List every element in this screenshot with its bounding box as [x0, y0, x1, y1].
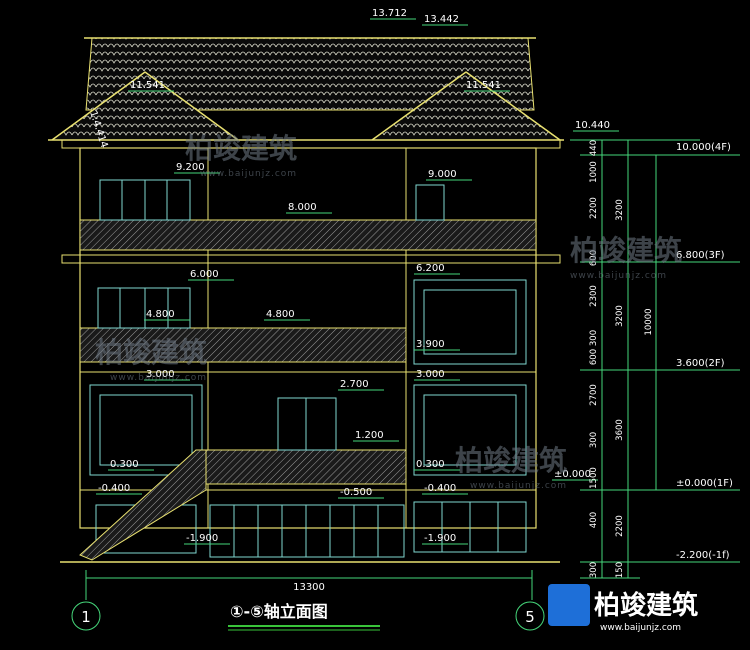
watermark-url: www.baijunjz.com	[110, 373, 207, 383]
elevation-mark: 13.712	[372, 8, 407, 19]
watermark-1: 柏竣建筑 www.baijunjz.com	[185, 132, 297, 179]
exterior-stair	[79, 449, 207, 561]
dim-inner-text: 2200	[589, 197, 599, 219]
floor-level-label: 10.000(4F)	[676, 142, 731, 153]
dim-outer-text: 3200	[615, 305, 625, 327]
watermark-2: 柏竣建筑 www.baijunjz.com	[570, 234, 682, 281]
elevation-mark: -1.900	[424, 533, 456, 544]
roof	[48, 37, 564, 149]
dim-inner-text: 1000	[589, 161, 599, 183]
dim-inner-text: 300	[589, 432, 599, 448]
elevation-mark: 11.541	[466, 80, 501, 91]
watermark-brand: 柏竣建筑	[185, 132, 297, 165]
elevation-mark: 4.800	[266, 309, 295, 320]
logo-url: www.baijunjz.com	[600, 623, 681, 633]
floor-level-labels: 10.000(4F) 6.800(3F) 3.600(2F) ±0.000(1F) -2…	[676, 142, 733, 561]
watermark-url: www.baijunjz.com	[570, 271, 667, 281]
axis-label-left: 1	[81, 608, 91, 626]
floor-level-label: ±0.000(1F)	[676, 478, 733, 489]
elevation-mark: 3.900	[416, 339, 445, 350]
brand-logo-icon	[548, 584, 590, 626]
dim-total-text: 10000	[644, 308, 654, 335]
elevation-mark: 0.300	[416, 459, 445, 470]
dim-inner-text: 600	[589, 349, 599, 365]
axis-bubble-5: 5	[515, 601, 545, 631]
elevation-mark: 9.200	[176, 162, 205, 173]
dim-inner-text: 440	[589, 140, 599, 156]
windows	[89, 179, 527, 558]
floor-level-label: 6.800(3F)	[676, 250, 725, 261]
floor-level-label: 3.600(2F)	[676, 358, 725, 369]
elevation-mark: -1.900	[186, 533, 218, 544]
elevation-mark: 3.000	[416, 369, 445, 380]
elevation-mark: -0.500	[340, 487, 372, 498]
axis-label-right: 5	[525, 608, 535, 626]
dim-inner-text: 600	[589, 250, 599, 266]
dim-outer-text: 2200	[615, 515, 625, 537]
dim-inner-text: 300	[589, 330, 599, 346]
axis-bubble-1: 1	[71, 601, 101, 631]
watermark-logo: 柏竣建筑 www.baijunjz.com	[548, 584, 698, 633]
elevation-mark: -0.400	[98, 483, 130, 494]
elevation-mark: 10.440	[575, 120, 610, 131]
overall-width-label: 13300	[293, 582, 325, 593]
watermark-brand: 柏竣建筑	[455, 444, 567, 477]
elevation-mark: 9.000	[428, 169, 457, 180]
balcony-railings	[79, 219, 537, 485]
floor-level-label: -2.200(-1f)	[676, 550, 730, 561]
watermark-3: 柏竣建筑 www.baijunjz.com	[95, 336, 207, 383]
elevation-mark: 1.200	[355, 430, 384, 441]
drawing-title: ①-⑤轴立面图	[230, 602, 328, 621]
dim-outer-text: 3600	[615, 419, 625, 441]
dim-inner-text: 2700	[589, 384, 599, 406]
right-dimension-chains	[570, 139, 740, 579]
watermark-4: 柏竣建筑 www.baijunjz.com	[455, 444, 567, 491]
dim-inner-text: 1500	[589, 467, 599, 489]
elevation-mark: 6.000	[190, 269, 219, 280]
watermark-url: www.baijunjz.com	[200, 169, 297, 179]
elevation-mark: 11.541	[130, 80, 165, 91]
overall-width-dim: 13300	[85, 570, 533, 600]
elevation-mark: 0.300	[110, 459, 139, 470]
elevation-mark: 13.442	[424, 14, 459, 25]
dim-inner-text: 2300	[589, 285, 599, 307]
dim-outer-text: 150	[615, 562, 625, 578]
elevation-mark: 8.000	[288, 202, 317, 213]
watermark-brand: 柏竣建筑	[95, 336, 207, 369]
watermark-url: www.baijunjz.com	[470, 481, 567, 491]
elevation-mark: 6.200	[416, 263, 445, 274]
elevation-mark: 4.800	[146, 309, 175, 320]
dim-inner-text: 400	[589, 512, 599, 528]
logo-brand: 柏竣建筑	[594, 590, 698, 621]
elevation-mark: 3.000	[146, 369, 175, 380]
dim-outer-text: 3200	[615, 199, 625, 221]
elevation-mark: 2.700	[340, 379, 369, 390]
elevation-mark: ±0.000	[554, 469, 591, 480]
dim-inner-text: 300	[589, 562, 599, 578]
elevation-mark: -0.400	[424, 483, 456, 494]
dimension-texts: 440 1000 2200 600 2300 300 600 2700 300 1500 400 30…	[589, 140, 654, 578]
watermark-brand: 柏竣建筑	[570, 234, 682, 267]
